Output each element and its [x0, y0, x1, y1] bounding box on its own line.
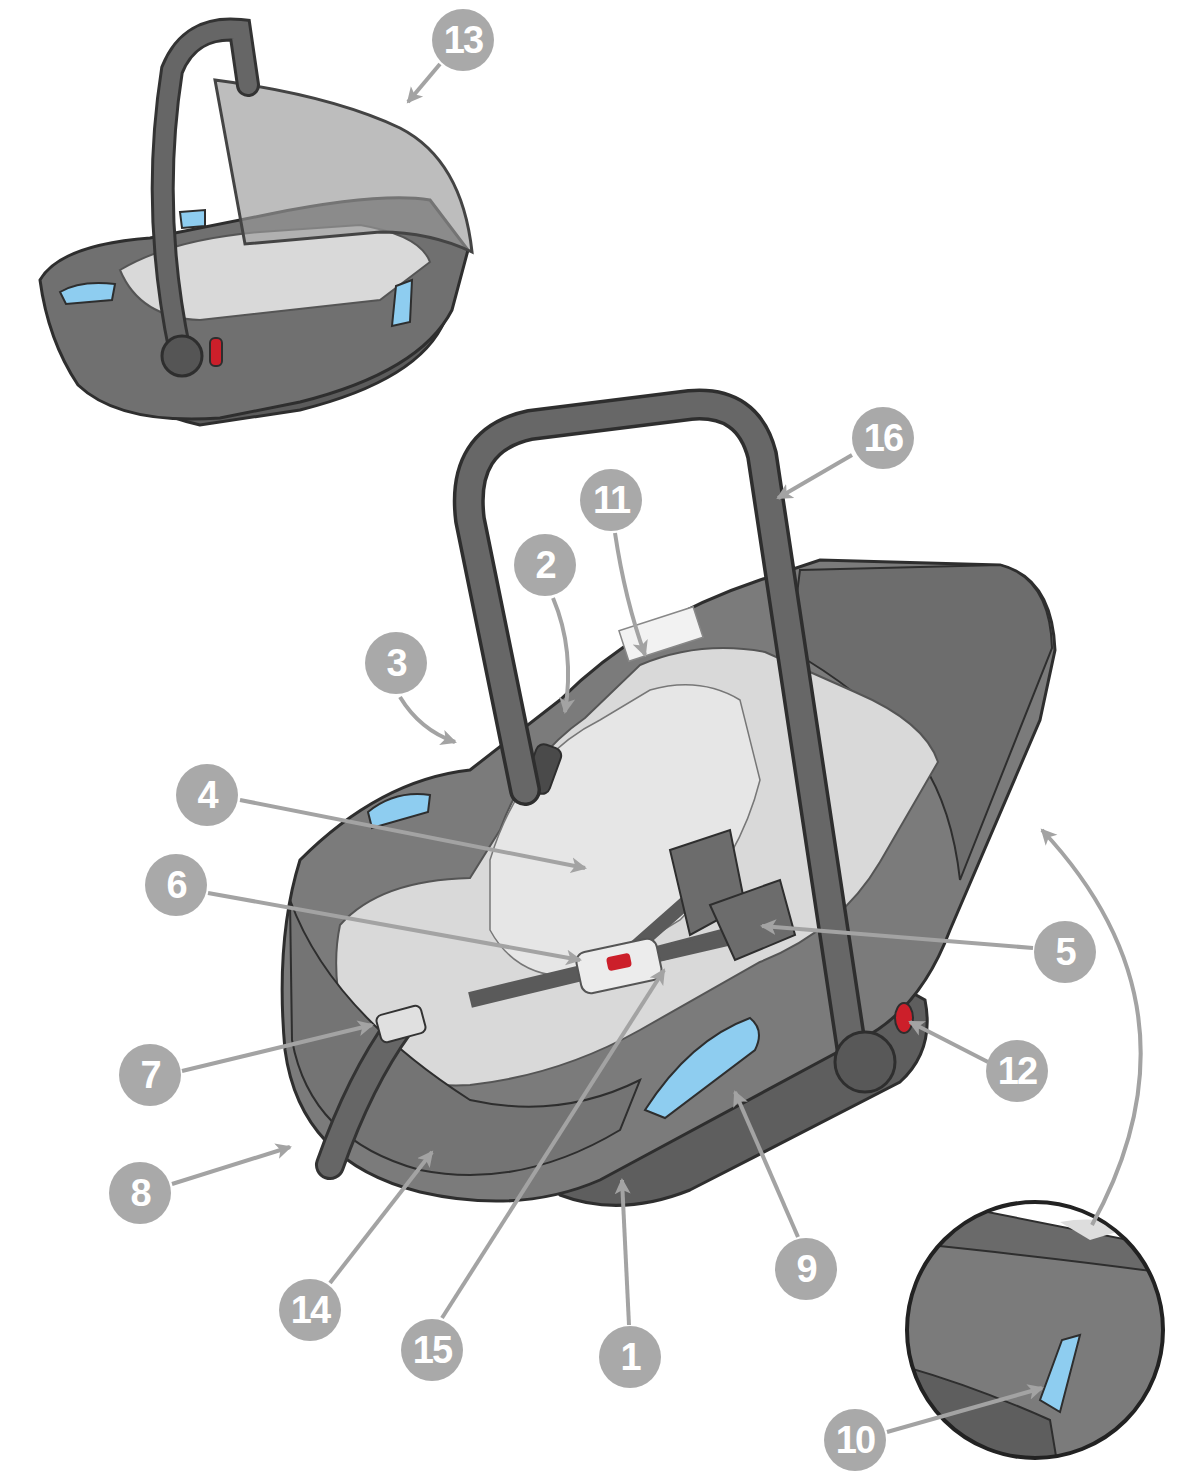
callout-number: 5: [1034, 921, 1096, 983]
callout-number: 2: [514, 534, 576, 596]
callout-number: 15: [401, 1319, 463, 1381]
leader-lines: [172, 64, 1141, 1432]
callout-number: 9: [775, 1238, 837, 1300]
callout-number: 14: [279, 1279, 341, 1341]
callout-number: 8: [109, 1162, 171, 1224]
callout-number: 16: [852, 407, 914, 469]
callout-number: 13: [432, 9, 494, 71]
callout-number: 7: [119, 1044, 181, 1106]
callout-number: 6: [145, 854, 207, 916]
main-seat-figure: [282, 405, 1055, 1206]
callout-number: 3: [365, 632, 427, 694]
callout-number: 4: [176, 764, 238, 826]
callout-number: 10: [824, 1409, 886, 1471]
small-seat-figure: [40, 30, 472, 426]
callout-number: 12: [986, 1040, 1048, 1102]
callout-number: 1: [599, 1326, 661, 1388]
callout-number: 11: [580, 469, 642, 531]
detail-inset: [880, 1190, 1177, 1479]
